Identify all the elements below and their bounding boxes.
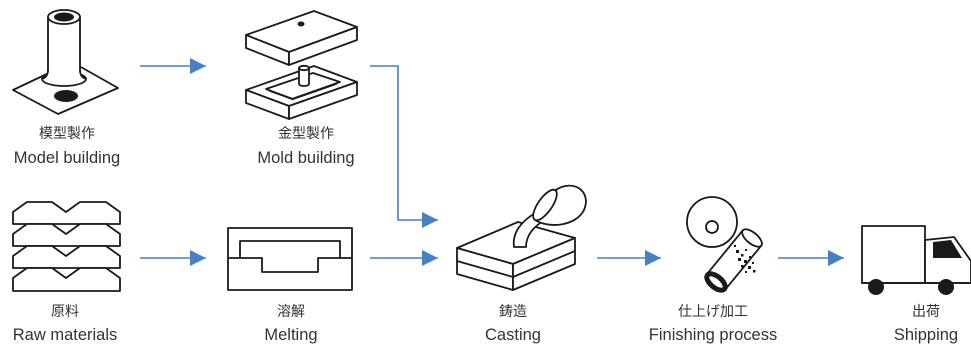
spark <box>738 258 741 261</box>
step-label-ja: 出荷 <box>912 304 940 320</box>
step-raw-materials: 原料 Raw materials <box>12 201 121 344</box>
truck-cargo-box <box>861 225 926 284</box>
pipe-far-end <box>741 228 763 248</box>
arrow-mold-to-casting <box>370 65 438 228</box>
step-label-ja: 溶解 <box>277 304 305 320</box>
spark <box>753 270 756 273</box>
step-mold-building: 金型製作 Mold building <box>245 10 358 167</box>
ingot-layer <box>12 201 121 225</box>
step-label-en: Shipping <box>894 326 958 344</box>
ingot-layer <box>12 223 121 247</box>
ingot-layer <box>12 267 121 292</box>
step-model-building: 模型製作 Model building <box>12 9 120 167</box>
upper-die-right-face <box>288 26 358 66</box>
step-label-en: Model building <box>14 149 120 167</box>
wheel-arbor <box>705 220 719 234</box>
spark <box>741 254 744 257</box>
spark <box>749 256 751 258</box>
lower-die <box>245 64 358 120</box>
spark <box>752 262 754 264</box>
spark <box>745 271 747 273</box>
step-shipping: 出荷 Shipping <box>861 225 971 344</box>
lower-die-right-face <box>288 81 358 120</box>
ladle-pouring-icon <box>456 184 587 291</box>
step-label-en: Casting <box>485 326 541 344</box>
ingot-layer <box>12 245 121 269</box>
sprue-hole <box>297 21 305 27</box>
step-label-en: Mold building <box>257 149 354 167</box>
spark <box>744 260 747 263</box>
step-label-ja: 仕上げ加工 <box>678 304 748 320</box>
truck-window <box>933 240 962 258</box>
furnace-cavity <box>239 240 341 273</box>
sparks <box>734 245 756 273</box>
ladle-bowl <box>533 184 587 226</box>
spark <box>736 250 739 253</box>
step-melting: 溶解 Melting <box>227 227 353 344</box>
spark <box>741 265 744 268</box>
step-casting: 鋳造 Casting <box>456 184 587 344</box>
step-label-ja: 金型製作 <box>278 126 334 142</box>
mold-box-parting-line <box>456 250 576 278</box>
spark <box>745 249 747 251</box>
pipe-pattern-icon <box>12 9 119 115</box>
step-label-ja: 鋳造 <box>499 303 527 320</box>
spark <box>748 266 751 269</box>
step-finishing-process: 仕上げ加工 Finishing process <box>649 196 777 344</box>
furnace-icon <box>227 227 353 291</box>
mold-icon <box>245 10 358 120</box>
flow-arrows <box>140 58 844 266</box>
core-pin-top <box>298 64 310 72</box>
truck-front-wheel <box>938 279 954 295</box>
die-cavity-wall <box>269 83 337 100</box>
truck-rear-wheel <box>868 279 884 295</box>
pipe-bore <box>54 12 74 22</box>
ladle-rim <box>532 188 558 222</box>
truck-icon <box>861 225 971 295</box>
grinding-wheel-icon <box>686 196 763 293</box>
spark <box>734 245 736 247</box>
step-label-en: Finishing process <box>649 326 777 344</box>
plate-hole <box>54 90 78 102</box>
upper-die <box>245 10 358 66</box>
ingot-stack-icon <box>12 201 121 292</box>
step-label-ja: 模型製作 <box>39 126 95 142</box>
step-label-en: Raw materials <box>13 326 118 344</box>
pipe-body-fill <box>42 17 86 80</box>
pipe-body-outline <box>41 16 87 80</box>
pipe-near-end <box>704 271 728 293</box>
step-label-en: Melting <box>264 326 317 344</box>
core-pin-body <box>298 67 310 87</box>
step-label-ja: 原料 <box>51 304 79 320</box>
